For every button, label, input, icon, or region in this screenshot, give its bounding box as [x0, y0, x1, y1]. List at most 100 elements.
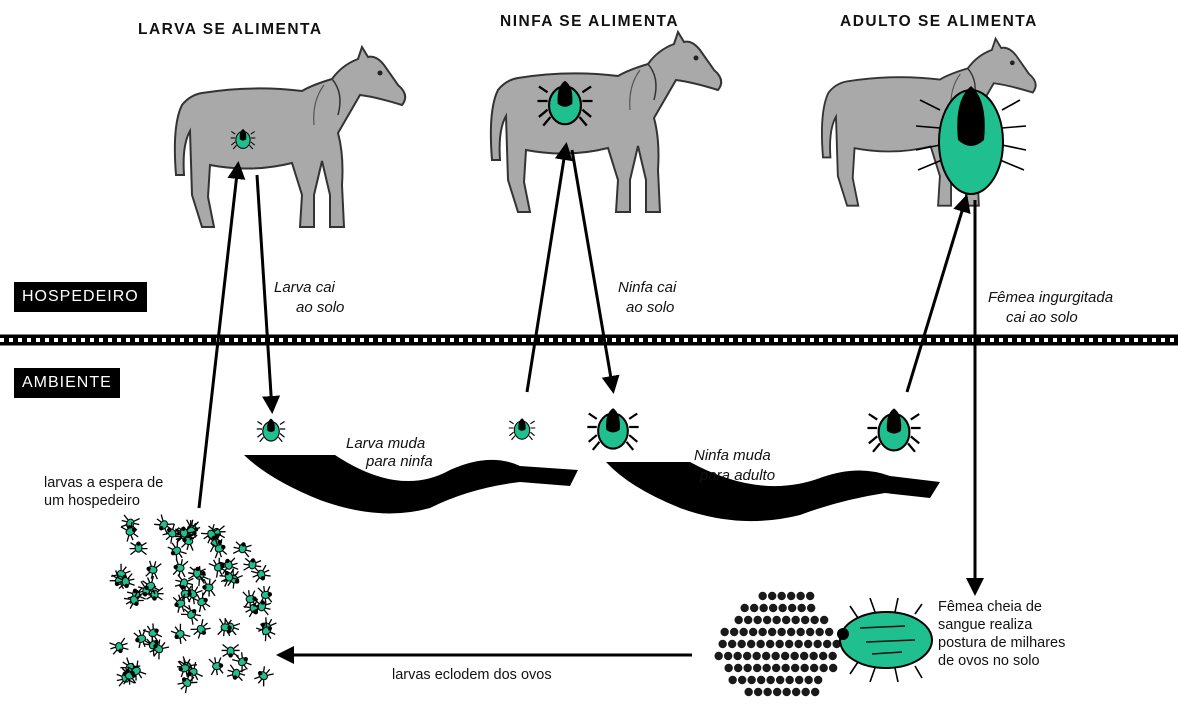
label-ninfa-muda-line2: para adulto — [700, 466, 775, 485]
label-postura-line1: Fêmea cheia de — [938, 598, 1042, 616]
egg — [819, 651, 828, 660]
label-larva-cai-line1: Larva cai — [274, 278, 335, 297]
label-femea-cai-line2: cai ao solo — [1006, 308, 1078, 327]
egg — [753, 615, 762, 624]
label-larvas-espera-line1: larvas a espera de — [44, 474, 163, 492]
egg — [828, 651, 837, 660]
egg — [739, 627, 748, 636]
egg — [791, 663, 800, 672]
egg — [740, 603, 749, 612]
egg — [724, 651, 733, 660]
egg — [806, 591, 815, 600]
larva-mark — [190, 618, 212, 640]
larva-mark — [129, 541, 147, 554]
label-postura-line3: postura de milhares — [938, 634, 1065, 652]
egg — [768, 591, 777, 600]
label-ninfa-muda-line1: Ninfa muda — [694, 446, 771, 465]
larva-mark — [222, 644, 240, 657]
larva-mark — [226, 664, 247, 682]
egg — [763, 687, 772, 696]
label-larvas-espera-line2: um hospedeiro — [44, 492, 140, 510]
egg — [773, 687, 782, 696]
egg — [829, 663, 838, 672]
egg — [796, 627, 805, 636]
stage-title-larva: LARVA SE ALIMENTA — [138, 20, 323, 39]
egg — [777, 591, 786, 600]
egg — [777, 627, 786, 636]
egg — [749, 627, 758, 636]
zone-label-ambiente: AMBIENTE — [14, 368, 120, 398]
egg — [762, 651, 771, 660]
egg — [769, 603, 778, 612]
larva-mark — [172, 558, 188, 578]
egg — [728, 639, 737, 648]
egg — [787, 627, 796, 636]
larva-mark — [180, 604, 202, 626]
egg — [763, 615, 772, 624]
egg — [794, 639, 803, 648]
label-femea-cai-line1: Fêmea ingurgitada — [988, 288, 1113, 307]
label-larva-cai-line2: ao solo — [296, 298, 344, 317]
egg — [753, 663, 762, 672]
egg — [762, 663, 771, 672]
egg — [772, 663, 781, 672]
egg — [747, 675, 756, 684]
egg — [759, 603, 768, 612]
larva-mark — [218, 618, 233, 637]
egg — [823, 639, 832, 648]
egg — [813, 639, 822, 648]
egg — [806, 627, 815, 636]
egg — [743, 663, 752, 672]
egg — [785, 639, 794, 648]
egg — [766, 675, 775, 684]
egg — [738, 675, 747, 684]
egg — [775, 639, 784, 648]
label-postura-line4: de ovos no solo — [938, 652, 1040, 670]
egg — [790, 651, 799, 660]
egg — [781, 663, 790, 672]
egg — [801, 615, 810, 624]
egg — [820, 615, 829, 624]
label-postura-line2: sangue realiza — [938, 616, 1032, 634]
egg-mass — [714, 591, 841, 696]
egg — [825, 627, 834, 636]
egg — [800, 651, 809, 660]
egg — [781, 651, 790, 660]
egg — [782, 615, 791, 624]
egg — [815, 627, 824, 636]
egg — [758, 591, 767, 600]
egg — [819, 663, 828, 672]
egg — [782, 687, 791, 696]
larva-mark — [253, 665, 275, 687]
egg — [718, 639, 727, 648]
larva-mark — [166, 540, 187, 562]
egg — [720, 627, 729, 636]
egg — [787, 591, 796, 600]
larva-mark — [258, 585, 273, 604]
egg — [754, 687, 763, 696]
egg — [758, 627, 767, 636]
egg — [724, 663, 733, 672]
stage-title-adulto: ADULTO SE ALIMENTA — [840, 12, 1038, 31]
egg — [788, 603, 797, 612]
egg — [795, 675, 804, 684]
label-ninfa-cai-line2: ao solo — [626, 298, 674, 317]
egg — [771, 651, 780, 660]
egg — [785, 675, 794, 684]
egg — [807, 603, 816, 612]
larva-mark — [209, 656, 225, 676]
larvae-cluster — [108, 514, 277, 694]
stage-title-ninfa: NINFA SE ALIMENTA — [500, 12, 679, 31]
egg — [744, 687, 753, 696]
egg — [757, 675, 766, 684]
egg — [768, 627, 777, 636]
egg — [728, 675, 737, 684]
egg — [743, 651, 752, 660]
zone-label-hospedeiro: HOSPEDEIRO — [14, 282, 147, 312]
egg — [814, 675, 823, 684]
egg — [747, 639, 756, 648]
egg — [737, 639, 746, 648]
egg — [730, 627, 739, 636]
egg — [734, 615, 743, 624]
